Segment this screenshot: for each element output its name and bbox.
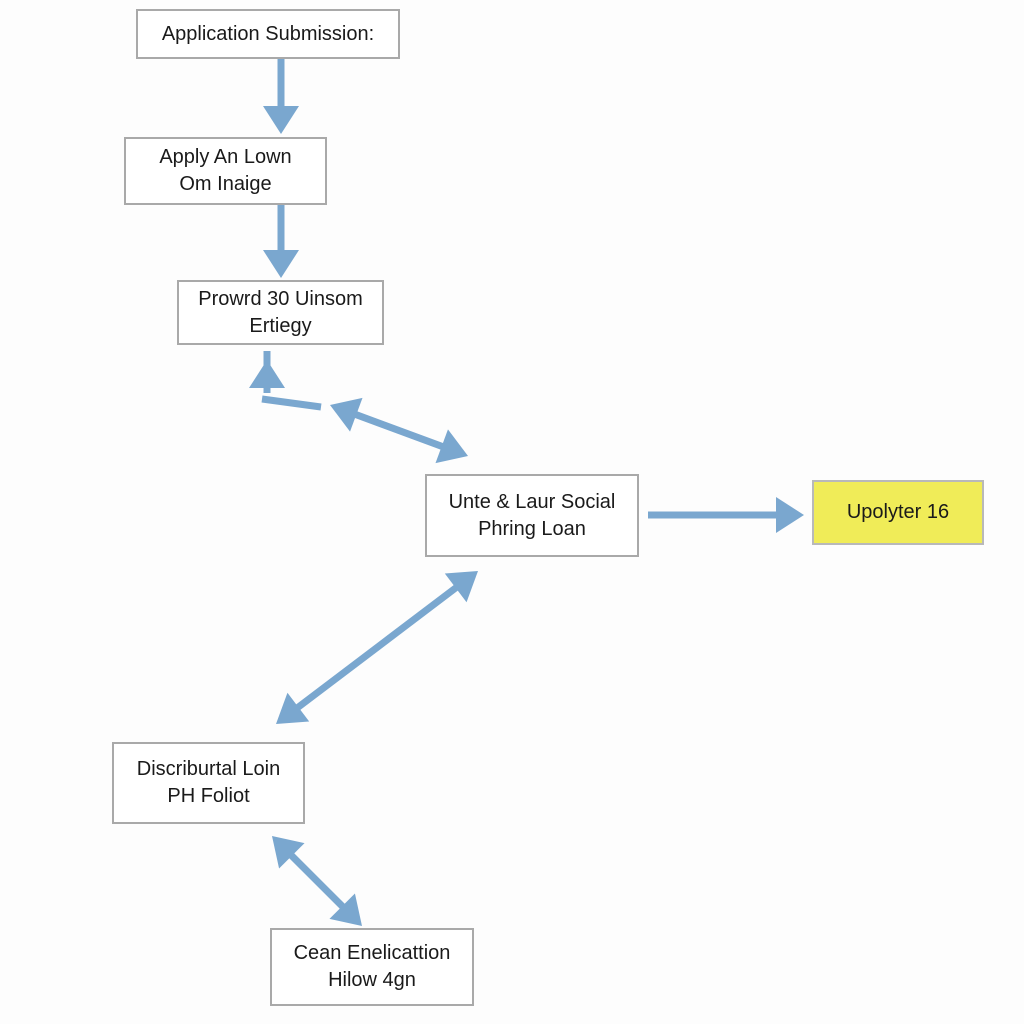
node-prowrd-label-line1: Prowrd 30 Uinsom xyxy=(198,287,363,310)
node-prowrd-label-line2: Ertiegy xyxy=(249,314,312,337)
node-cean-label-line1: Cean Enelicattion xyxy=(293,942,451,964)
node-unte-laur-social: Unte & Laur Social Phring Loan xyxy=(425,474,639,557)
arrow-discrib-cean-bidirectional xyxy=(272,836,362,926)
arrow-submission-to-apply xyxy=(263,58,299,134)
node-upolyter-label: Upolyter 16 xyxy=(846,501,950,523)
node-prowrd: Prowrd 30 Uinsom Ertiegy xyxy=(177,280,384,345)
arrow-apply-to-prowrd xyxy=(263,202,299,278)
node-application-submission: Application Submission: xyxy=(136,9,400,59)
connector-stub-horizontal xyxy=(261,395,322,411)
arrow-unte-discrib-bidirectional xyxy=(276,571,478,724)
node-apply-loan: Apply An Lown Om Inaige xyxy=(124,137,327,205)
node-discriburtal-loin: Discriburtal Loin PH Foliot xyxy=(112,742,305,824)
node-apply-loan-label-line2: Om Inaige xyxy=(179,173,272,195)
node-discrib-label-line2: PH Foliot xyxy=(167,785,250,807)
arrow-unte-to-upolyter xyxy=(648,497,804,533)
node-cean-label-line2: Hilow 4gn xyxy=(328,969,416,991)
node-unte-label-line1: Unte & Laur Social xyxy=(448,490,616,513)
connector-stub-up-tip xyxy=(249,360,285,392)
node-cean-enelicattion: Cean Enelicattion Hilow 4gn xyxy=(270,928,474,1006)
node-discrib-label-line1: Discriburtal Loin xyxy=(136,758,281,780)
node-upolyter-highlighted: Upolyter 16 xyxy=(812,480,984,545)
node-apply-loan-label-line1: Apply An Lown xyxy=(159,146,292,168)
arrow-prowrd-unte-bidirectional xyxy=(330,397,468,464)
node-application-submission-label: Application Submission: xyxy=(161,22,375,45)
node-unte-label-line2: Phring Loan xyxy=(478,517,586,540)
